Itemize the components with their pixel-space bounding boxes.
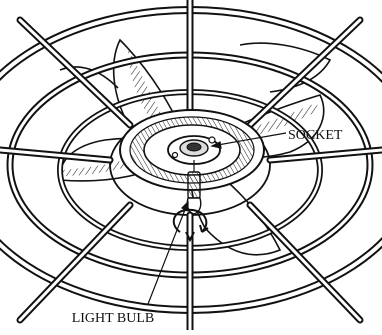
socket-label: SOCKET	[288, 128, 343, 143]
socket-icon	[168, 136, 220, 164]
light-bulb-label: LIGHT BULB	[72, 311, 155, 326]
light-bulb-leader-line	[148, 202, 188, 304]
